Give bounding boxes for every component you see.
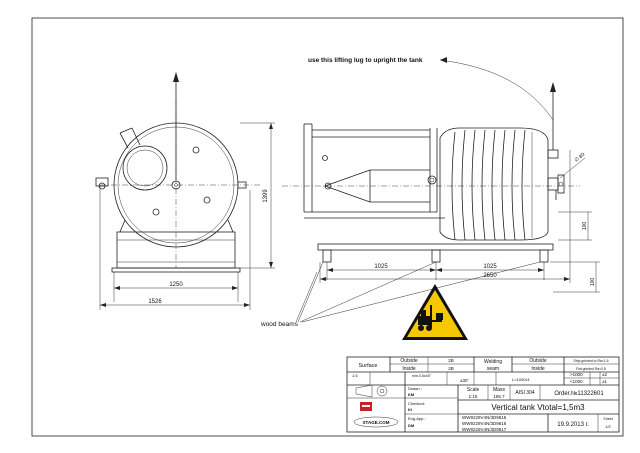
side-dimensions: 1025 1025 2650 100 100 ∅ 80 <box>319 150 600 293</box>
projection-symbol-icon <box>355 384 388 398</box>
drawing-code-3: WW9229V4N/3D9617 <box>462 427 507 432</box>
order-number: Order.№11322601 <box>554 390 604 397</box>
lifting-lug-note: use this lifting lug to upright the tank <box>308 57 423 64</box>
sheet-value: 1/2 <box>605 424 611 429</box>
seam-label: seam <box>487 366 499 372</box>
checked-label: Checked: <box>408 401 425 406</box>
flat-note: Flat grinded Ra<0.8 <box>576 367 606 371</box>
scale-label: Scale <box>467 387 480 393</box>
title-block: Surface Outside Inside 2B 2B Welding sea… <box>346 356 620 433</box>
forklift-warning-icon <box>402 284 468 340</box>
drawing-code-1: WW9229V4N/3D9615 <box>462 415 507 420</box>
drawing-date: 19.9.2013 г. <box>557 422 589 428</box>
scale-value: 1:15 <box>469 394 478 399</box>
side-view <box>282 82 580 263</box>
surface-outside-value: 2B <box>448 358 454 363</box>
length-tol-value: L>1000±1 <box>512 377 531 382</box>
dim-1250: 1250 <box>169 282 183 288</box>
dim-2650: 2650 <box>483 273 497 279</box>
weld-inside-label: Inside <box>531 366 545 372</box>
tol-1: ±1 <box>602 379 607 384</box>
wood-beams-label: wood beams <box>260 321 299 328</box>
company-name: STAGE.COM <box>363 420 390 425</box>
roughness-value: 1.6 <box>352 373 358 378</box>
surface-inside-label: Inside <box>402 366 416 372</box>
dim-1399: 1399 <box>263 189 269 203</box>
surface-inside-value: 2B <box>448 366 454 371</box>
eng-label: Eng.App.: <box>408 416 426 421</box>
drawn-label: Drawn.: <box>408 386 422 391</box>
dim-1526: 1526 <box>148 299 162 305</box>
lift-arrow-icon <box>173 72 179 82</box>
drawing-code-2: WW9229V4N/3D9616 <box>462 421 507 426</box>
weld-outside-label: Outside <box>529 358 546 364</box>
strip-note: Strip grinded to Ra<1.6 <box>574 359 609 363</box>
lifting-lug-leader <box>439 59 554 121</box>
angle-value: ±30' <box>460 378 468 383</box>
mass-value: 185.7 <box>493 394 505 399</box>
company-logo-icon: STAGE.COM <box>353 402 399 428</box>
dim-100-top: 100 <box>582 222 588 231</box>
drawn-value: KM <box>408 392 415 397</box>
surface-outside-label: Outside <box>400 358 417 364</box>
sheet-label: Sheet <box>603 417 612 421</box>
dim-1025-right: 1025 <box>483 264 497 270</box>
chamfer-value: min.0.5x45° <box>412 374 432 378</box>
checked-value: KI <box>408 407 412 412</box>
front-dimensions: 1399 1250 1526 <box>99 122 275 310</box>
dim-100-bottom: 100 <box>590 278 596 287</box>
drawing-title: Vertical tank Vtotal=1,5m3 <box>491 403 585 412</box>
mass-label: Mass <box>493 387 505 393</box>
dim-diameter-80: ∅ 80 <box>574 152 587 164</box>
under-1000: <1000 <box>570 379 583 384</box>
tol-2: ±2 <box>602 372 607 377</box>
sheet-border <box>31 17 624 437</box>
welding-label: Welding <box>484 359 502 365</box>
front-view <box>95 72 262 273</box>
lift-lug-arrow-icon <box>550 82 556 92</box>
dim-1025-left: 1025 <box>374 264 388 270</box>
material-value: AISI 304 <box>515 390 534 396</box>
eng-value: DM <box>408 423 415 428</box>
surface-label: Surface <box>359 363 378 369</box>
over-1000: >1000 <box>570 372 583 377</box>
